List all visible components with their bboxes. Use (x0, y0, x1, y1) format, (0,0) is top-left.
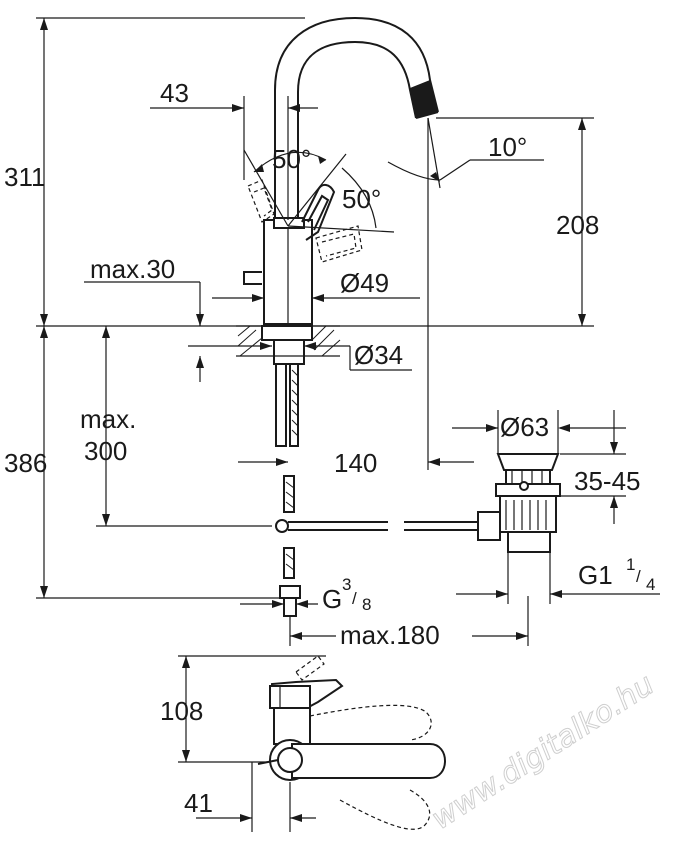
dim-g38-line (240, 600, 318, 608)
dim-g38-sup: 3 (342, 575, 351, 594)
lever-ghost-right (315, 225, 363, 263)
dim-g38-sub: 8 (362, 595, 371, 614)
dim-d49-line (212, 294, 420, 302)
dim-10-degree: 10° (488, 132, 527, 162)
top-view (178, 655, 446, 832)
dim-311: 311 (4, 162, 45, 192)
faucet-spout (274, 16, 439, 225)
dim-208-line (430, 117, 594, 327)
dim-140: 140 (334, 448, 377, 478)
angle-annotations (243, 149, 395, 233)
dim-43: 43 (160, 78, 189, 108)
dim-208: 208 (556, 210, 599, 240)
lever-handle (301, 184, 336, 241)
dim-max30: max.30 (90, 254, 175, 284)
mounting-shank (273, 339, 305, 617)
dim-41: 41 (184, 788, 213, 818)
dim-max180-line (289, 596, 529, 646)
dim-140-line (238, 458, 474, 466)
dim-g1-sub: / (636, 567, 641, 586)
lever-ghost-left (247, 179, 275, 223)
dim-386: 386 (4, 448, 47, 478)
dim-35-45: 35-45 (574, 466, 641, 496)
waste-assembly (477, 453, 561, 553)
pull-rod (275, 519, 478, 533)
dim-35-45-line (560, 410, 626, 524)
watermark: www.digitalko.hu (425, 667, 660, 837)
dim-g1-sub-value: 4 (646, 575, 655, 594)
dim-43-line (150, 96, 318, 220)
dim-max300-line1: max. (80, 404, 136, 434)
dim-g1-sup: 1 (626, 555, 635, 574)
dim-max180: max.180 (340, 620, 440, 650)
faucet-body (263, 217, 313, 325)
dim-max300-line2: 300 (84, 436, 127, 466)
dim-g1: G1 (578, 560, 613, 590)
dim-d63: Ø63 (500, 412, 549, 442)
dim-max300-line (96, 326, 272, 527)
dim-g114-line (456, 552, 660, 604)
dim-g38: G (322, 584, 342, 614)
dim-d63-line (452, 410, 626, 454)
dim-angle-left: 50° (272, 144, 311, 174)
dim-d34: Ø34 (354, 340, 403, 370)
dim-d49: Ø49 (340, 268, 389, 298)
dim-108: 108 (160, 696, 203, 726)
height-dimension-left (36, 17, 430, 599)
dim-d34-line (188, 342, 412, 382)
dim-angle-right: 50° (342, 184, 381, 214)
spout-angle (387, 117, 544, 470)
dim-max30-line (84, 271, 262, 326)
dim-g38-slash: / (352, 589, 357, 608)
